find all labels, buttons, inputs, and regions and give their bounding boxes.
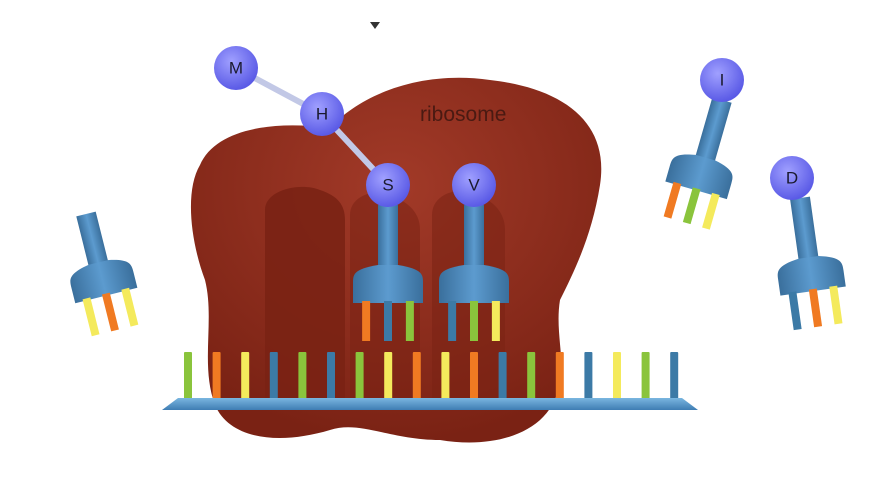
trna-a-site: [439, 205, 509, 341]
trna-anticodon-base: [101, 292, 119, 332]
trna-anticodon-base: [682, 187, 701, 225]
mrna-base: [641, 352, 650, 400]
mrna-base: [184, 352, 192, 400]
trna-anticodon-base: [82, 297, 100, 337]
svg-text:I: I: [720, 71, 725, 90]
arrow-marker-icon: [370, 22, 380, 29]
mrna-base: [498, 352, 507, 400]
mrna-base: [355, 352, 364, 400]
mrna-base: [670, 352, 679, 400]
trna-stem: [378, 205, 398, 271]
mrna-base: [212, 352, 221, 400]
trna-anticodon-base: [470, 301, 478, 341]
amino-acid-i: I: [700, 58, 744, 102]
trna-head: [665, 154, 733, 200]
trna-anticodon-base: [788, 291, 802, 331]
mrna-base: [555, 352, 564, 400]
trna-anticodon-base: [808, 288, 823, 328]
mrna-base: [298, 352, 307, 400]
amino-acid-v: V: [452, 163, 496, 207]
amino-acid-m: M: [214, 46, 258, 90]
trna-free-left: [70, 211, 139, 337]
mrna-base: [384, 352, 393, 400]
trna-anticodon-base: [702, 192, 720, 230]
trna-stem: [694, 97, 732, 167]
mrna-base: [412, 352, 421, 400]
trna-head: [353, 265, 423, 303]
trna-anticodon-base: [405, 301, 414, 341]
mrna-strand: [162, 352, 698, 410]
mrna-backbone: [162, 398, 698, 410]
amino-acid-h: H: [300, 92, 344, 136]
trna-anticodon-base: [448, 301, 457, 341]
trna-anticodon-base: [829, 285, 843, 325]
trna-stem: [76, 211, 110, 271]
mrna-base: [584, 352, 593, 400]
trna-stem: [464, 205, 484, 271]
trna-head: [777, 256, 846, 296]
mrna-base: [269, 352, 278, 400]
svg-text:M: M: [229, 59, 243, 78]
trna-anticodon-base: [491, 301, 500, 341]
trna-anticodon-base: [384, 301, 392, 341]
trna-anticodon-base: [663, 181, 682, 219]
trna-head: [70, 259, 138, 304]
svg-text:D: D: [786, 169, 798, 188]
mrna-base: [441, 352, 450, 400]
trna-free-right-2: [777, 196, 846, 331]
mrna-base: [470, 352, 478, 400]
trna-anticodon-base: [362, 301, 371, 341]
trna-anticodon-base: [121, 287, 139, 327]
mrna-base: [613, 352, 621, 400]
trna-p-site: [353, 205, 423, 341]
amino-acid-s: S: [366, 163, 410, 207]
mrna-base: [327, 352, 335, 400]
amino-acid-d: D: [770, 156, 814, 200]
mrna-base: [241, 352, 250, 400]
mrna-base: [527, 352, 536, 400]
svg-text:S: S: [382, 176, 393, 195]
trna-stem: [790, 196, 820, 265]
trna-free-right-1: [663, 97, 733, 230]
trna-head: [439, 265, 509, 303]
svg-text:H: H: [316, 105, 328, 124]
ribosome-label: ribosome: [420, 103, 506, 126]
svg-text:V: V: [468, 176, 480, 195]
